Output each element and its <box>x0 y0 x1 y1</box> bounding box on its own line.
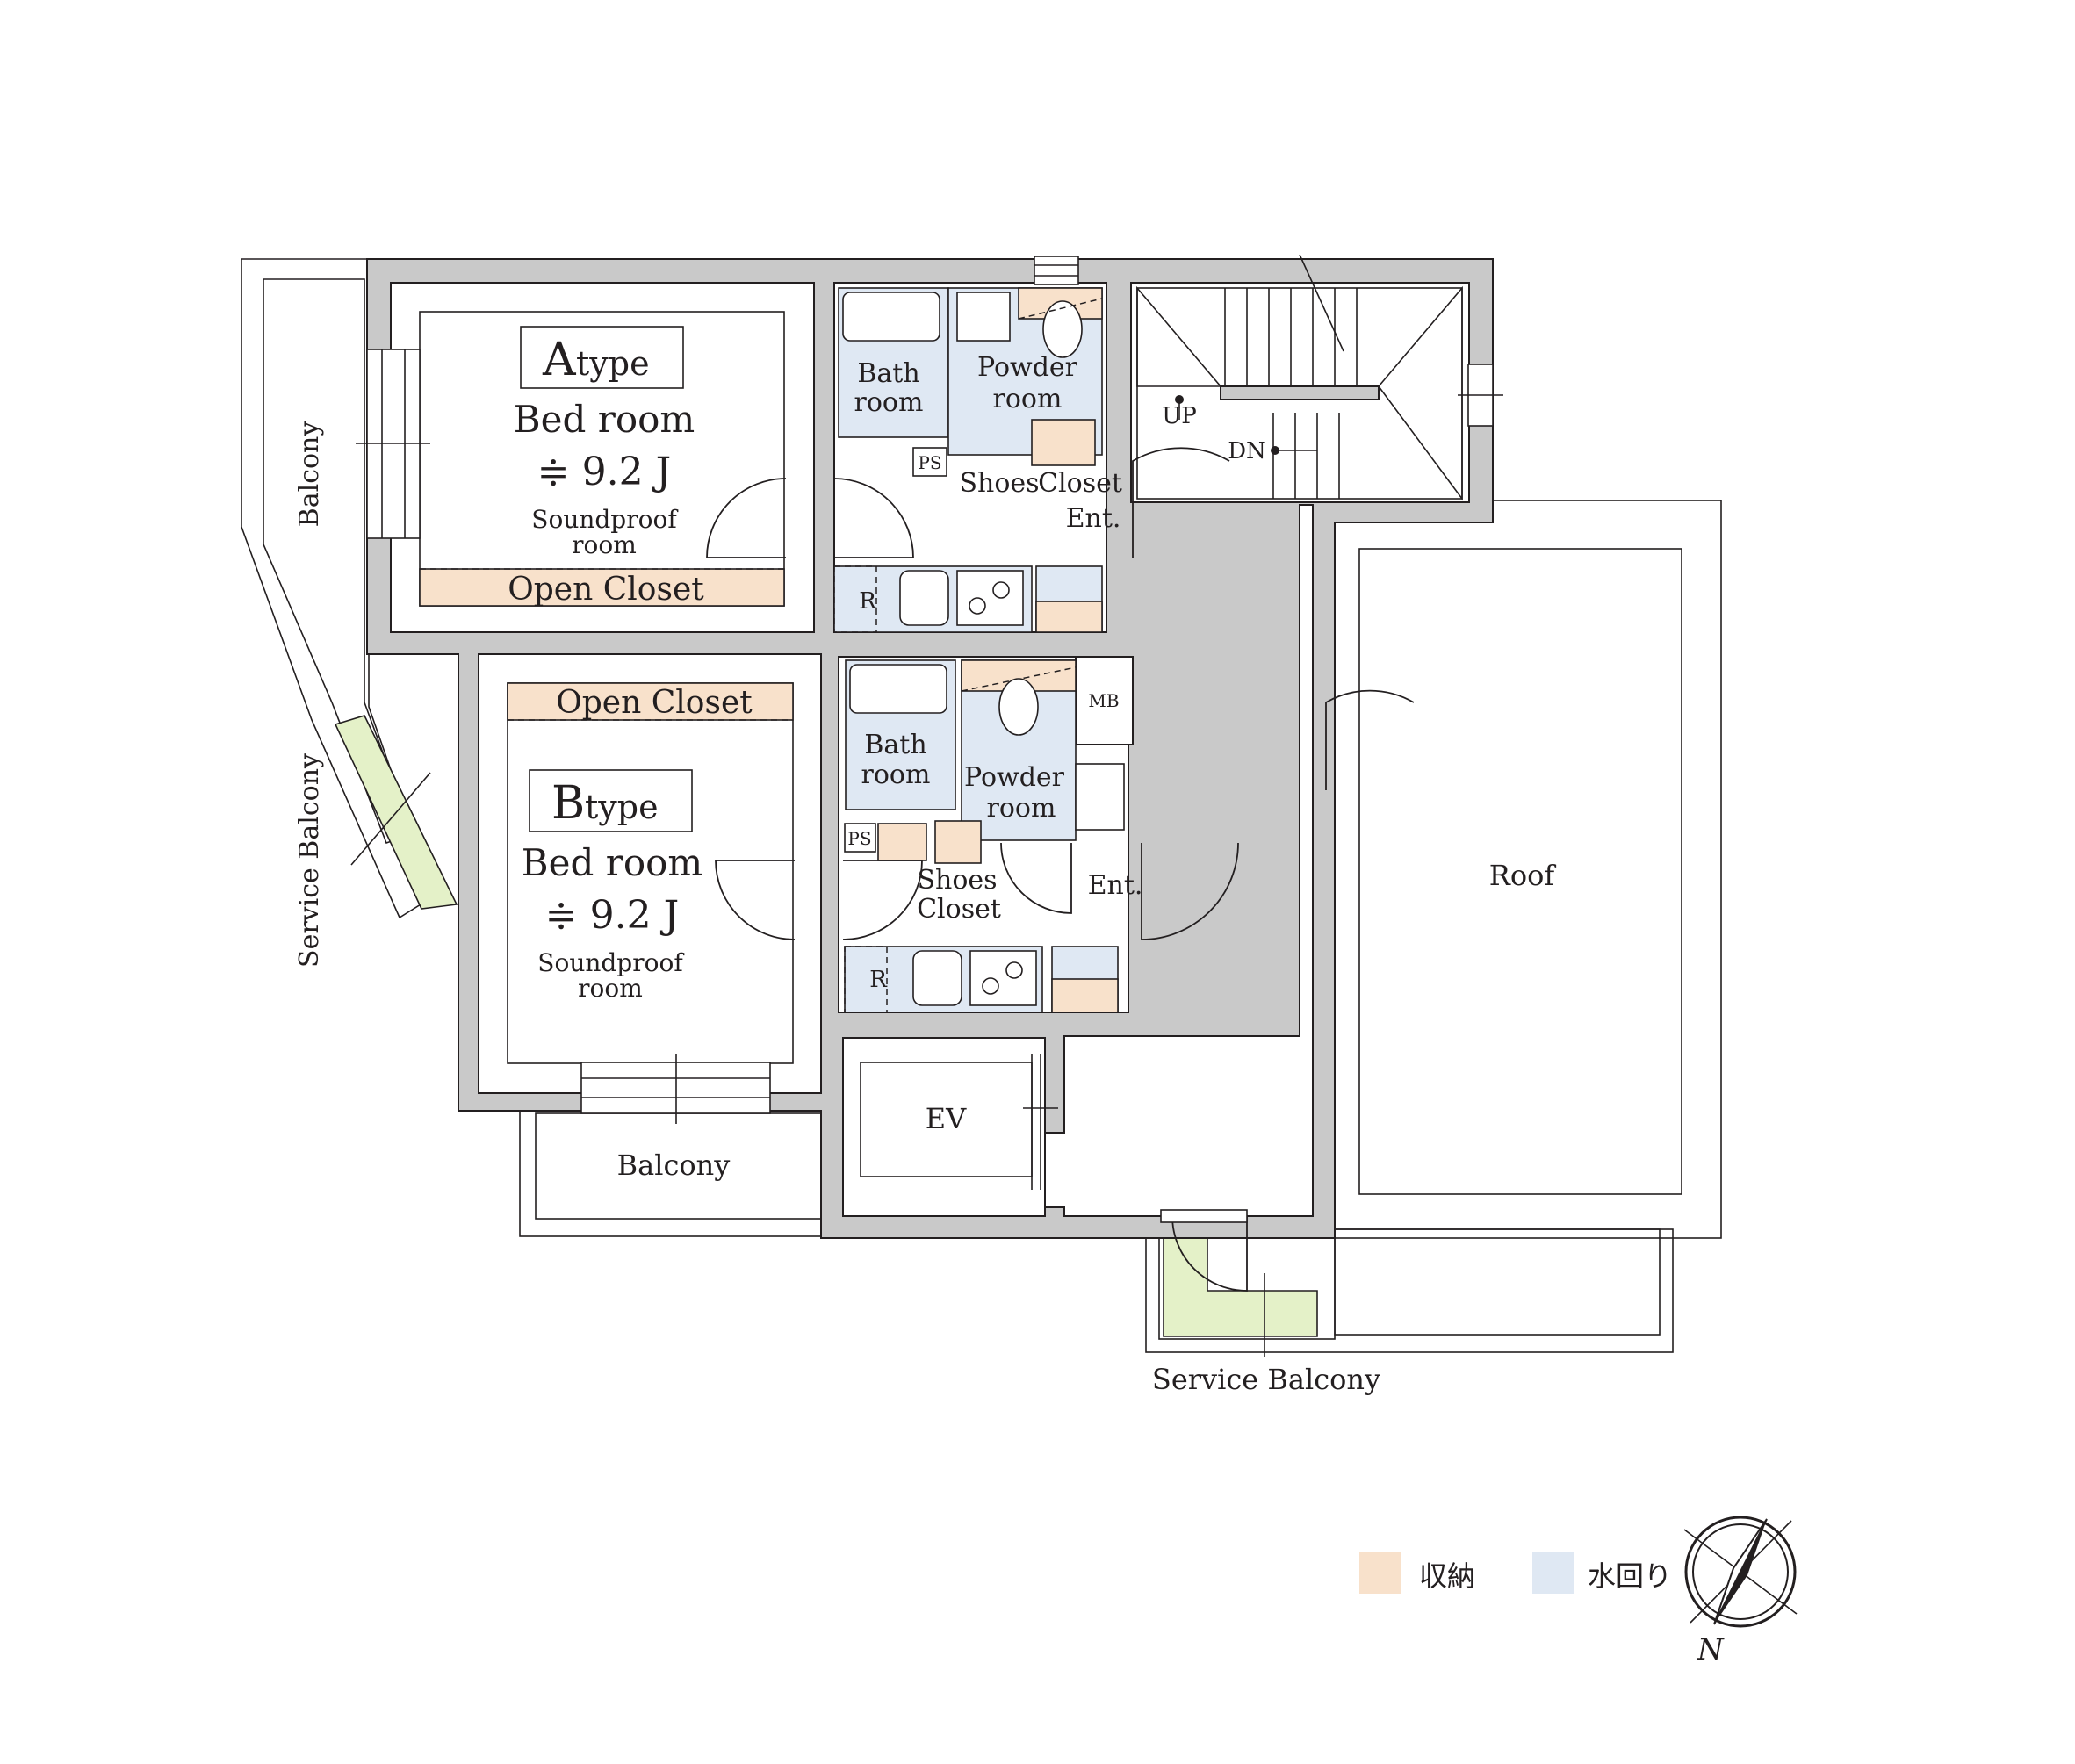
unit-b-powder-line2: room <box>987 793 1056 824</box>
unit-b-type-letter: B <box>551 777 585 830</box>
unit-b-kitchen <box>844 946 1119 1013</box>
unit-a-kitchen <box>833 565 1103 633</box>
elevator-label: EV <box>926 1102 967 1135</box>
unit-a-closet-label: Closet <box>1038 468 1122 499</box>
unit-a-open-closet-label: Open Closet <box>508 572 704 608</box>
unit-b-storage-small <box>877 823 927 861</box>
unit-b-fridge-label: R <box>869 967 888 993</box>
unit-a-shoes-closet <box>1031 419 1096 466</box>
balcony-bottom-label: Balcony <box>617 1148 731 1182</box>
elevator <box>860 1054 1058 1190</box>
unit-b-powder <box>961 659 1125 841</box>
unit-a-bath <box>838 287 949 438</box>
unit-a-window <box>356 349 430 539</box>
unit-a-entrance-label: Ent. <box>1066 503 1121 534</box>
legend-storage-swatch <box>1359 1552 1401 1594</box>
upper-small-window <box>1034 256 1503 427</box>
unit-a-type-letter: A <box>542 334 577 386</box>
legend-water-swatch <box>1532 1552 1574 1594</box>
unit-b-powder-line1: Powder <box>964 762 1065 793</box>
unit-b-bath <box>845 659 956 810</box>
unit-b-ps-box <box>844 823 876 853</box>
unit-a-ps-label: PS <box>918 452 941 473</box>
unit-b-bath-line2: room <box>861 760 931 790</box>
unit-a-bedroom-label: Bed room <box>514 398 695 441</box>
staircase <box>1136 254 1463 501</box>
balcony-left-label: Balcony <box>294 421 325 528</box>
roof-label: Roof <box>1489 859 1557 892</box>
unit-a-bath-line1: Bath <box>857 358 919 389</box>
service-balcony-bottom-label: Service Balcony <box>1152 1363 1380 1396</box>
service-balcony-left-label: Service Balcony <box>294 753 325 968</box>
unit-b-shoes-closet-line1: Shoes <box>917 865 997 896</box>
unit-a-soundproof-line1: Soundproof <box>531 505 679 534</box>
unit-b-window <box>580 1054 771 1124</box>
unit-b-bedroom-label: Bed room <box>522 841 702 884</box>
unit-a-shoes-label: Shoes <box>959 468 1039 499</box>
doors <box>706 447 1415 1292</box>
compass-icon: N <box>1683 1516 1798 1667</box>
unit-b-open-closet-label: Open Closet <box>556 685 753 721</box>
unit-b-mb-label: MB <box>1088 690 1119 711</box>
compass-north-label: N <box>1697 1632 1725 1667</box>
unit-b-shoes-closet <box>934 820 982 864</box>
legend-storage-label: 収納 <box>1419 1559 1475 1593</box>
unit-a-area: ≑ 9.2 J <box>537 450 671 494</box>
unit-a-soundproof-line2: room <box>572 530 637 559</box>
unit-a-type-word: type <box>576 344 650 383</box>
legend-water-label: 水回り <box>1588 1559 1672 1593</box>
unit-a-fridge-label: R <box>859 588 877 615</box>
unit-b-type-word: type <box>585 788 659 826</box>
service-balcony-bottom <box>1145 1228 1674 1357</box>
unit-b-soundproof-line2: room <box>578 974 643 1003</box>
unit-a-ps-box <box>912 447 947 477</box>
stair-down-label: DN <box>1228 438 1266 464</box>
unit-b-type-box <box>529 769 693 832</box>
service-balcony-left-leader <box>350 772 431 866</box>
unit-a-bath-line2: room <box>854 387 924 418</box>
unit-a-type-box <box>520 326 684 389</box>
unit-b-soundproof-line1: Soundproof <box>537 948 685 977</box>
unit-b-ps-label: PS <box>847 828 871 849</box>
unit-b-shoes-closet-line2: Closet <box>917 894 1001 925</box>
unit-b-bath-line1: Bath <box>864 730 926 760</box>
unit-b-entrance-label: Ent. <box>1088 870 1143 901</box>
unit-a-open-closet-area <box>419 568 785 607</box>
stair-up-label: UP <box>1162 403 1196 429</box>
unit-a-powder-line2: room <box>993 384 1063 414</box>
unit-a-powder-line1: Powder <box>977 352 1078 383</box>
unit-b-area: ≑ 9.2 J <box>545 893 679 938</box>
